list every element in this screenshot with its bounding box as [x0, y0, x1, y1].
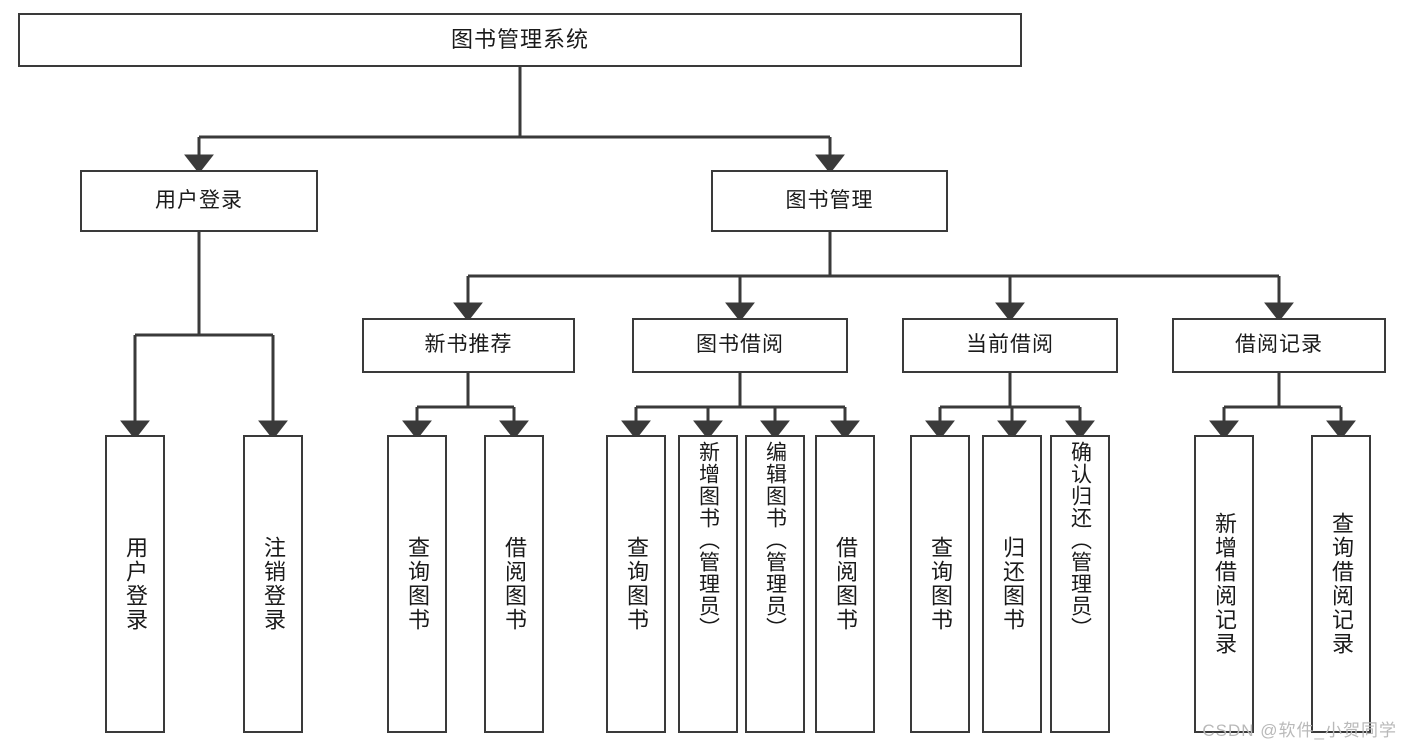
node-leaf-borrow-book-rec[interactable]: 借阅图书: [484, 435, 544, 733]
node-book-manage[interactable]: 图书管理: [711, 170, 948, 232]
node-root-label: 图书管理系统: [450, 27, 589, 53]
node-leaf-add-book-label: 新增图书（管理员）: [696, 441, 720, 639]
node-leaf-query-record-label: 查询借阅记录: [1329, 512, 1354, 656]
node-leaf-return-book-label: 归还图书: [1000, 536, 1025, 632]
node-leaf-query-book-cb[interactable]: 查询图书: [910, 435, 970, 733]
node-leaf-user-login[interactable]: 用户登录: [105, 435, 165, 733]
node-new-book-rec-label: 新书推荐: [424, 333, 513, 357]
node-leaf-user-logout-label: 注销登录: [261, 536, 286, 632]
node-root[interactable]: 图书管理系统: [18, 13, 1022, 67]
node-leaf-user-logout[interactable]: 注销登录: [243, 435, 303, 733]
node-borrow-record[interactable]: 借阅记录: [1172, 318, 1386, 373]
node-book-borrow[interactable]: 图书借阅: [632, 318, 848, 373]
node-leaf-query-book-cb-label: 查询图书: [928, 536, 953, 632]
node-book-borrow-label: 图书借阅: [696, 333, 784, 357]
node-leaf-confirm-return-label: 确认归还（管理员）: [1068, 441, 1092, 639]
node-leaf-query-book-bb[interactable]: 查询图书: [606, 435, 666, 733]
node-leaf-add-book[interactable]: 新增图书（管理员）: [678, 435, 738, 733]
node-leaf-query-book-bb-label: 查询图书: [624, 536, 649, 632]
node-leaf-borrow-book-bb-label: 借阅图书: [833, 536, 858, 632]
node-new-book-rec[interactable]: 新书推荐: [362, 318, 575, 373]
node-leaf-return-book[interactable]: 归还图书: [982, 435, 1042, 733]
node-leaf-add-record[interactable]: 新增借阅记录: [1194, 435, 1254, 733]
node-user-login[interactable]: 用户登录: [80, 170, 318, 232]
node-book-manage-label: 图书管理: [785, 188, 874, 212]
node-leaf-query-record[interactable]: 查询借阅记录: [1311, 435, 1371, 733]
node-leaf-borrow-book-bb[interactable]: 借阅图书: [815, 435, 875, 733]
node-leaf-add-record-label: 新增借阅记录: [1212, 512, 1237, 656]
node-leaf-query-book-rec-label: 查询图书: [405, 536, 430, 632]
node-leaf-user-login-label: 用户登录: [123, 536, 148, 632]
node-leaf-edit-book-label: 编辑图书（管理员）: [763, 441, 787, 639]
csdn-watermark: CSDN @软件_小贺同学: [1202, 721, 1397, 740]
node-leaf-edit-book[interactable]: 编辑图书（管理员）: [745, 435, 805, 733]
node-leaf-borrow-book-rec-label: 借阅图书: [502, 536, 527, 632]
node-borrow-record-label: 借阅记录: [1235, 333, 1323, 357]
node-current-borrow[interactable]: 当前借阅: [902, 318, 1118, 373]
node-leaf-query-book-rec[interactable]: 查询图书: [387, 435, 447, 733]
node-current-borrow-label: 当前借阅: [966, 333, 1054, 357]
node-leaf-confirm-return[interactable]: 确认归还（管理员）: [1050, 435, 1110, 733]
node-user-login-label: 用户登录: [155, 188, 243, 212]
